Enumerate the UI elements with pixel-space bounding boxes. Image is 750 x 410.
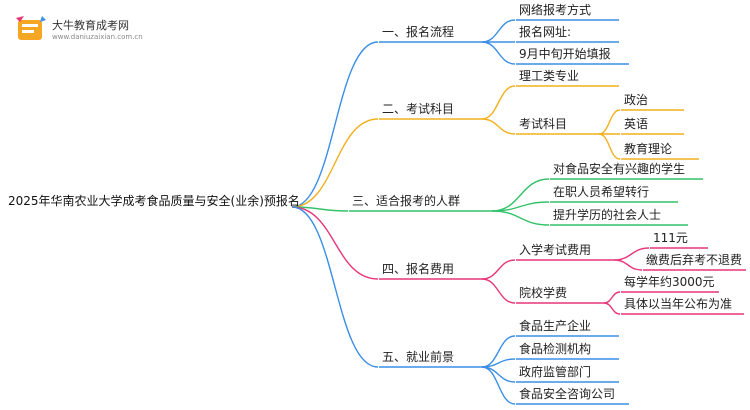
branch-topic[interactable]: 一、报名流程 xyxy=(382,25,455,39)
subtopic-connector xyxy=(481,366,516,383)
logo-url: www.daniuzaixian.com.cn xyxy=(52,33,143,41)
leaf-connector xyxy=(598,133,621,160)
branch-topic[interactable]: 二、考试科目 xyxy=(382,102,455,116)
leaf-topic[interactable]: 英语 xyxy=(624,117,649,131)
subtopic[interactable]: 食品安全咨询公司 xyxy=(519,387,616,401)
branch-topic[interactable]: 五、就业前景 xyxy=(382,350,455,364)
subtopic-connector xyxy=(481,41,516,65)
subtopic-connector xyxy=(481,118,516,135)
branch-connector xyxy=(291,118,379,208)
leaf-topic[interactable]: 教育理论 xyxy=(624,142,673,156)
logo-name: 大牛教育成考网 xyxy=(52,19,129,32)
subtopic[interactable]: 理工类专业 xyxy=(519,69,580,83)
subtopic-connector xyxy=(481,85,516,120)
leaf-topic[interactable]: 111元 xyxy=(653,231,688,245)
subtopic[interactable]: 在职人员希望转行 xyxy=(553,185,650,199)
subtopic[interactable]: 报名网址: xyxy=(519,25,572,39)
logo-icon xyxy=(14,14,48,48)
leaf-connector xyxy=(603,302,621,315)
leaf-topic[interactable]: 缴费后弃考不退费 xyxy=(646,253,743,267)
subtopic-connector xyxy=(481,19,516,43)
subtopic[interactable]: 院校学费 xyxy=(519,286,568,300)
leaf-topic[interactable]: 具体以当年公布为准 xyxy=(624,297,733,311)
subtopic[interactable]: 考试科目 xyxy=(519,117,568,131)
leaf-connector xyxy=(598,109,621,135)
subtopic-connector xyxy=(481,259,516,280)
subtopic[interactable]: 提升学历的社会人士 xyxy=(553,208,662,222)
leaf-topic[interactable]: 政治 xyxy=(624,93,649,107)
branch-connector xyxy=(291,41,379,208)
subtopic[interactable]: 入学考试费用 xyxy=(519,243,592,257)
branch-connector xyxy=(291,206,379,368)
branch-connector xyxy=(291,206,379,280)
leaf-connector xyxy=(613,247,650,261)
subtopic-connector xyxy=(491,210,550,226)
subtopic[interactable]: 对食品安全有兴趣的学生 xyxy=(553,162,686,176)
branch-topic[interactable]: 四、报名费用 xyxy=(382,262,455,276)
subtopic-connector xyxy=(481,366,516,405)
subtopic[interactable]: 政府监管部门 xyxy=(519,365,592,379)
subtopic[interactable]: 食品检测机构 xyxy=(519,342,592,356)
subtopic[interactable]: 食品生产企业 xyxy=(519,319,592,333)
subtopic[interactable]: 网络报考方式 xyxy=(519,3,592,17)
subtopic[interactable]: 9月中旬开始填报 xyxy=(519,47,611,61)
root-topic[interactable]: 2025年华南农业大学成考食品质量与安全(业余)预报名 xyxy=(8,194,300,208)
branch-topic[interactable]: 三、适合报考的人群 xyxy=(352,194,461,208)
leaf-topic[interactable]: 每学年约3000元 xyxy=(624,275,715,289)
leaf-connector xyxy=(603,291,621,304)
leaf-connector xyxy=(613,259,643,271)
subtopic-connector xyxy=(481,278,516,304)
